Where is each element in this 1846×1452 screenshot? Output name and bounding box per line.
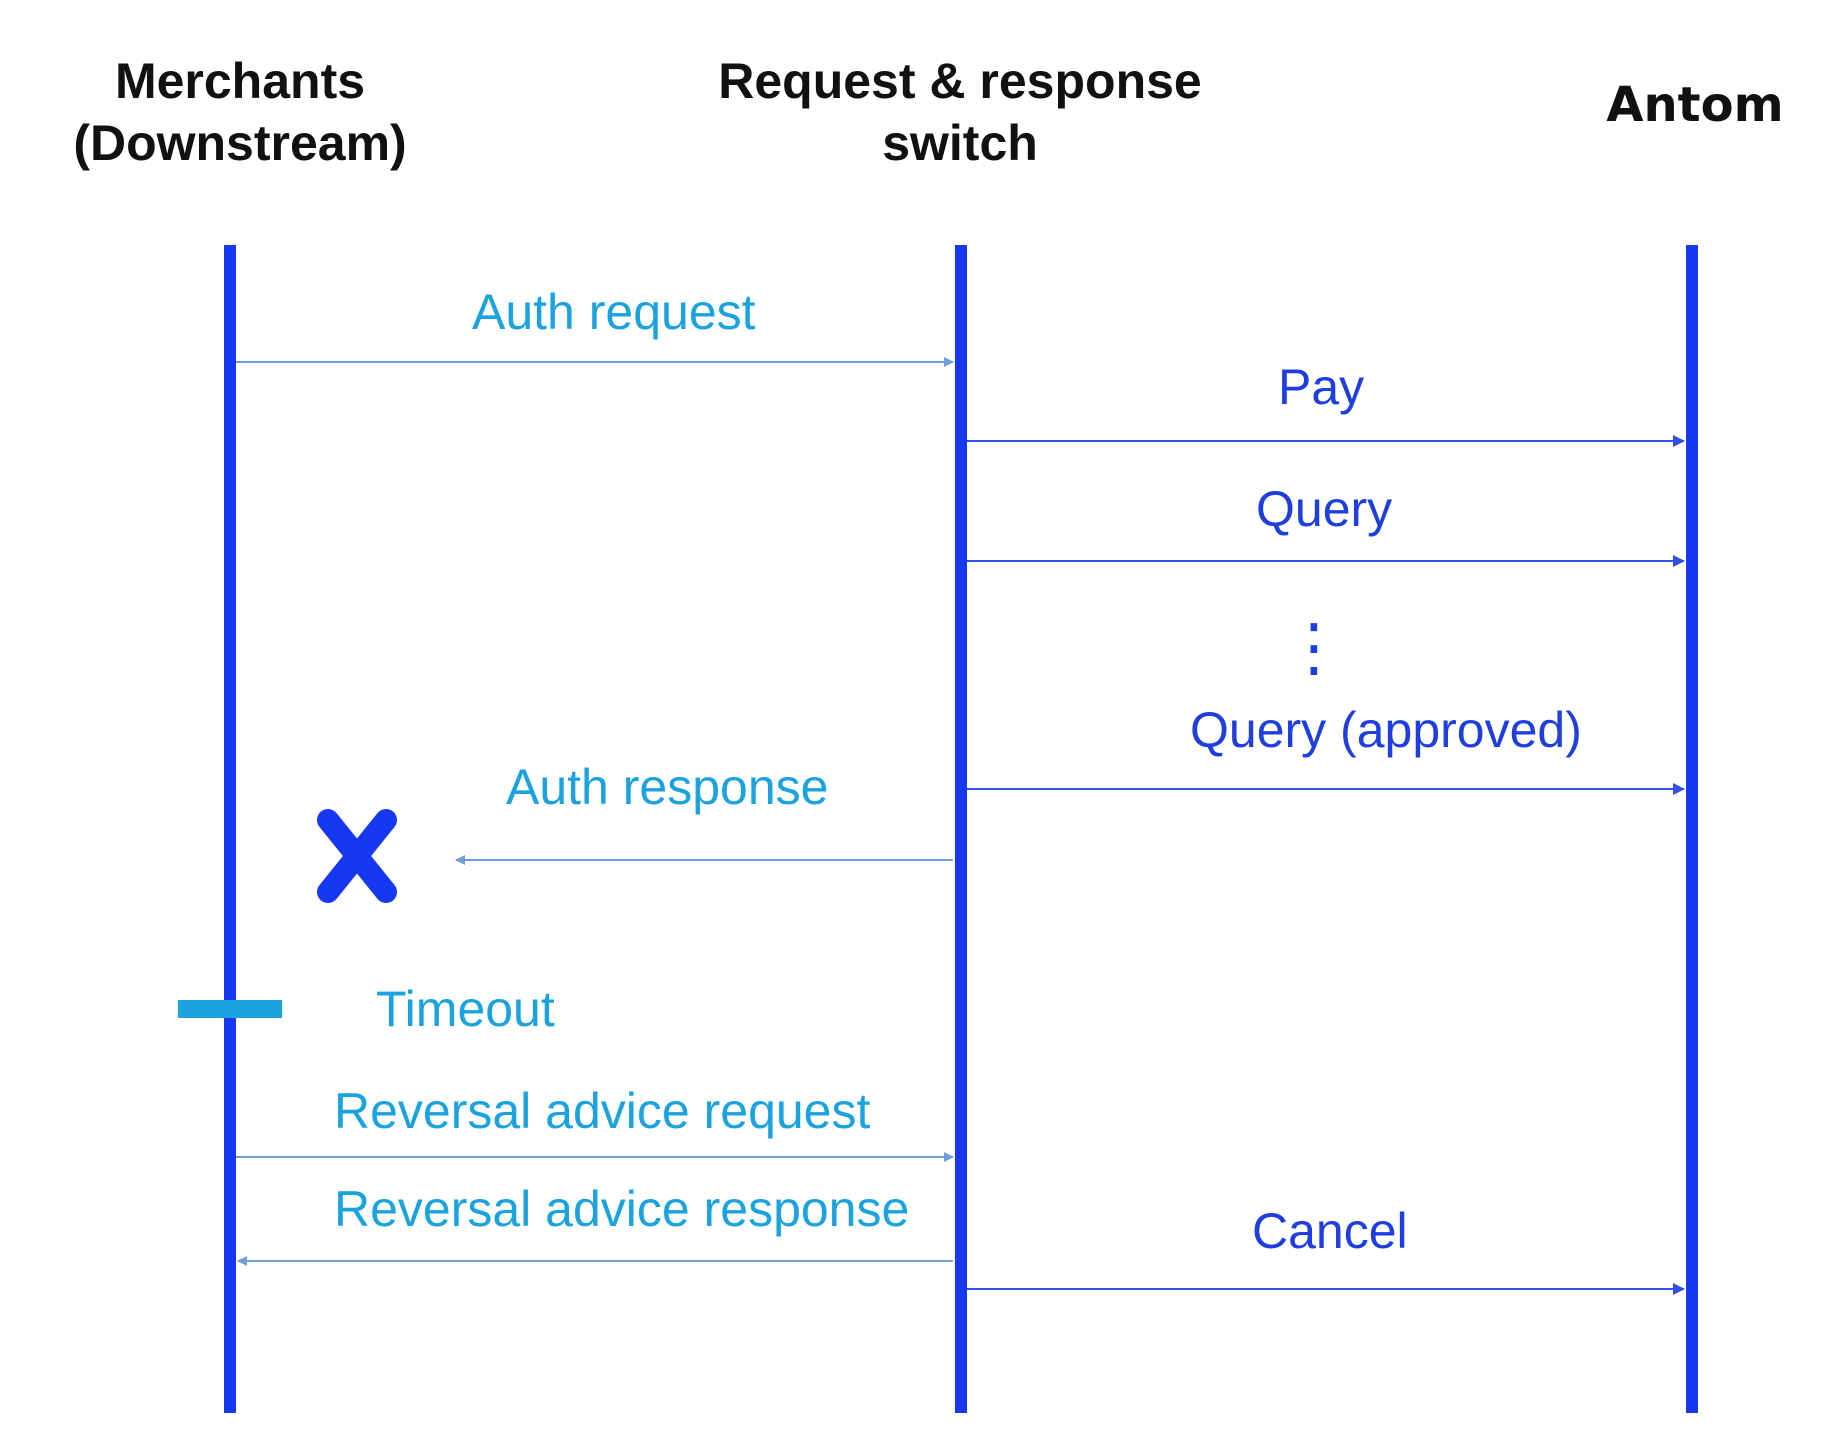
participant-merchants-header: Merchants (Downstream) bbox=[40, 50, 440, 174]
timeout-bar bbox=[178, 1000, 282, 1018]
query-label: Query bbox=[1256, 481, 1393, 537]
participant-switch-name-line2: switch bbox=[882, 115, 1038, 171]
participant-merchants-name: Merchants bbox=[114, 53, 366, 109]
x-cross-icon bbox=[317, 809, 397, 903]
participant-switch-header: Request & response switch bbox=[660, 50, 1260, 174]
timeout-label: Timeout bbox=[376, 981, 555, 1037]
reversal-advice-response-label: Reversal advice response bbox=[334, 1181, 910, 1237]
lifeline-merchants bbox=[224, 245, 236, 1413]
participant-antom-name: Antom bbox=[1606, 77, 1784, 133]
participant-merchants-role: (Downstream) bbox=[73, 115, 407, 171]
participant-antom-header: Antom bbox=[1570, 74, 1820, 136]
auth-response-label: Auth response bbox=[506, 759, 829, 815]
participant-switch-name-line1: Request & response bbox=[718, 53, 1202, 109]
ellipsis-label: ⋮ bbox=[1282, 611, 1346, 685]
query-approved-label: Query (approved) bbox=[1190, 702, 1582, 758]
cancel-label: Cancel bbox=[1252, 1203, 1408, 1259]
lifeline-switch bbox=[955, 245, 967, 1413]
pay-label: Pay bbox=[1278, 359, 1365, 415]
auth-request-label: Auth request bbox=[472, 284, 756, 340]
lifeline-antom bbox=[1686, 245, 1698, 1413]
reversal-advice-request-label: Reversal advice request bbox=[334, 1083, 871, 1139]
